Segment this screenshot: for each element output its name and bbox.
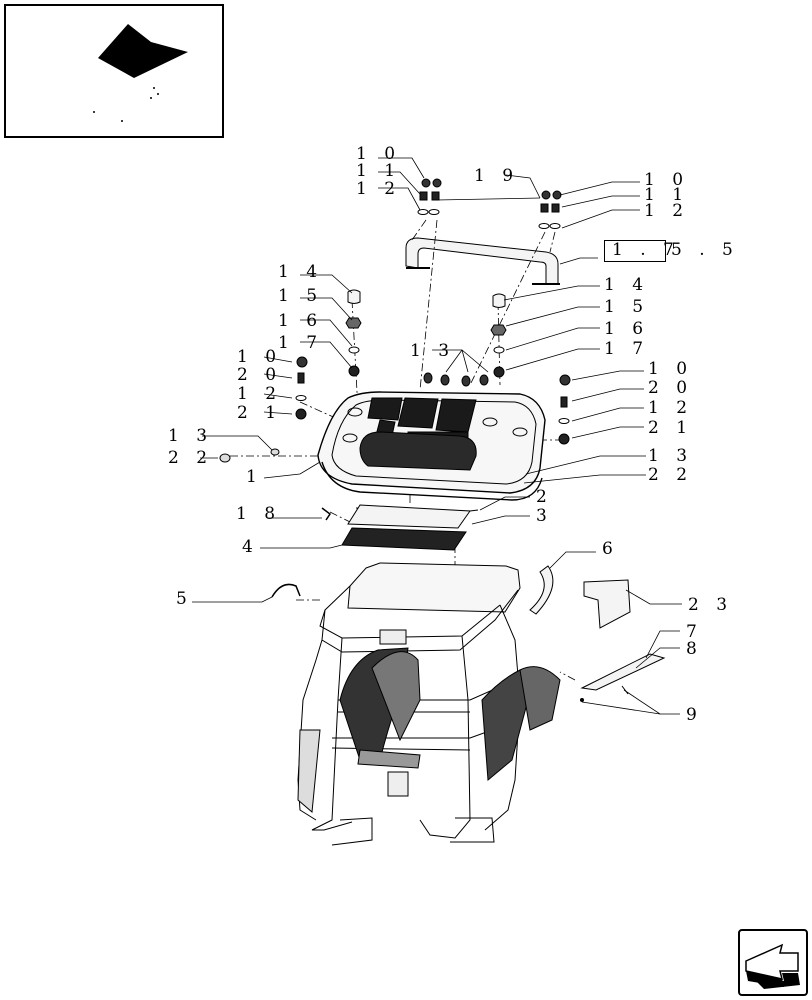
callout-label: 1 3	[410, 341, 456, 361]
callout-label: 2 0	[237, 365, 283, 385]
callout-label: 1 2	[237, 384, 283, 404]
bolt-stack-left	[345, 289, 362, 377]
callout-label: 1 8	[236, 504, 282, 524]
callout-label: 1 0	[356, 144, 402, 164]
trim-18	[321, 507, 332, 521]
callout-label: 1 2	[648, 398, 694, 418]
leader-lines	[192, 157, 682, 715]
reference-label-rest: 5 . 5	[671, 240, 739, 260]
callout-label: 2 1	[237, 403, 283, 423]
next-page-arrow-icon[interactable]	[738, 929, 808, 996]
grab-handle	[405, 237, 559, 285]
headliner-panel-4	[341, 527, 467, 551]
callout-label: 1 0	[237, 347, 283, 367]
callout-label: 4	[242, 537, 259, 557]
callout-label: 1 6	[604, 319, 650, 339]
part-6	[529, 565, 554, 615]
callout-label: 2 3	[688, 595, 734, 615]
reference-box	[604, 240, 666, 262]
callout-label: 1 4	[604, 275, 650, 295]
plug-left	[270, 448, 280, 456]
callout-label: 1 2	[356, 179, 402, 199]
callout-label: 1 3	[168, 426, 214, 446]
callout-label: 2 2	[168, 448, 214, 468]
callout-label: 1 5	[278, 286, 324, 306]
callout-label: 1 7	[278, 333, 324, 353]
callout-label: 1 1	[644, 185, 690, 205]
callout-label: 1 3	[648, 446, 694, 466]
callout-label: 1 5	[604, 297, 650, 317]
callout-label: 2 0	[648, 378, 694, 398]
callout-label: 2 1	[648, 418, 694, 438]
callout-label: 1 0	[648, 359, 694, 379]
location-thumbnail-icon	[4, 4, 224, 138]
callout-label: 1	[246, 467, 263, 487]
cab-roof	[317, 391, 546, 501]
bolt-stack-right	[490, 293, 507, 378]
roof-studs	[423, 372, 489, 387]
callout-label: 9	[686, 705, 703, 725]
callout-label: 7	[686, 622, 703, 642]
callout-label: 8	[686, 639, 703, 659]
part-7	[580, 653, 666, 691]
clip-left	[219, 453, 231, 463]
callout-label: 1 9	[474, 166, 520, 186]
fastener-set-top-right	[538, 190, 562, 229]
cab-frame	[297, 562, 561, 846]
fastener-set-top-left	[417, 178, 442, 215]
fastener-set-side-left	[295, 356, 308, 420]
callout-label: 6	[602, 539, 619, 559]
part-23	[583, 579, 631, 629]
callout-label: 1 7	[604, 339, 650, 359]
part-5	[271, 583, 301, 598]
callout-label: 2 2	[648, 465, 694, 485]
callout-label: 5	[176, 589, 193, 609]
callout-label: 1 6	[278, 311, 324, 331]
callout-label: 1 0	[644, 170, 690, 190]
fastener-set-side-right	[558, 374, 571, 445]
callout-label: 1 2	[644, 201, 690, 221]
callout-label: 1 1	[356, 161, 402, 181]
callout-label: 1 4	[278, 262, 324, 282]
reference-label-boxed: 1 . 7	[612, 240, 680, 260]
callout-label: 3	[536, 506, 553, 526]
headliner-3	[347, 504, 471, 529]
callout-label: 2	[536, 487, 553, 507]
